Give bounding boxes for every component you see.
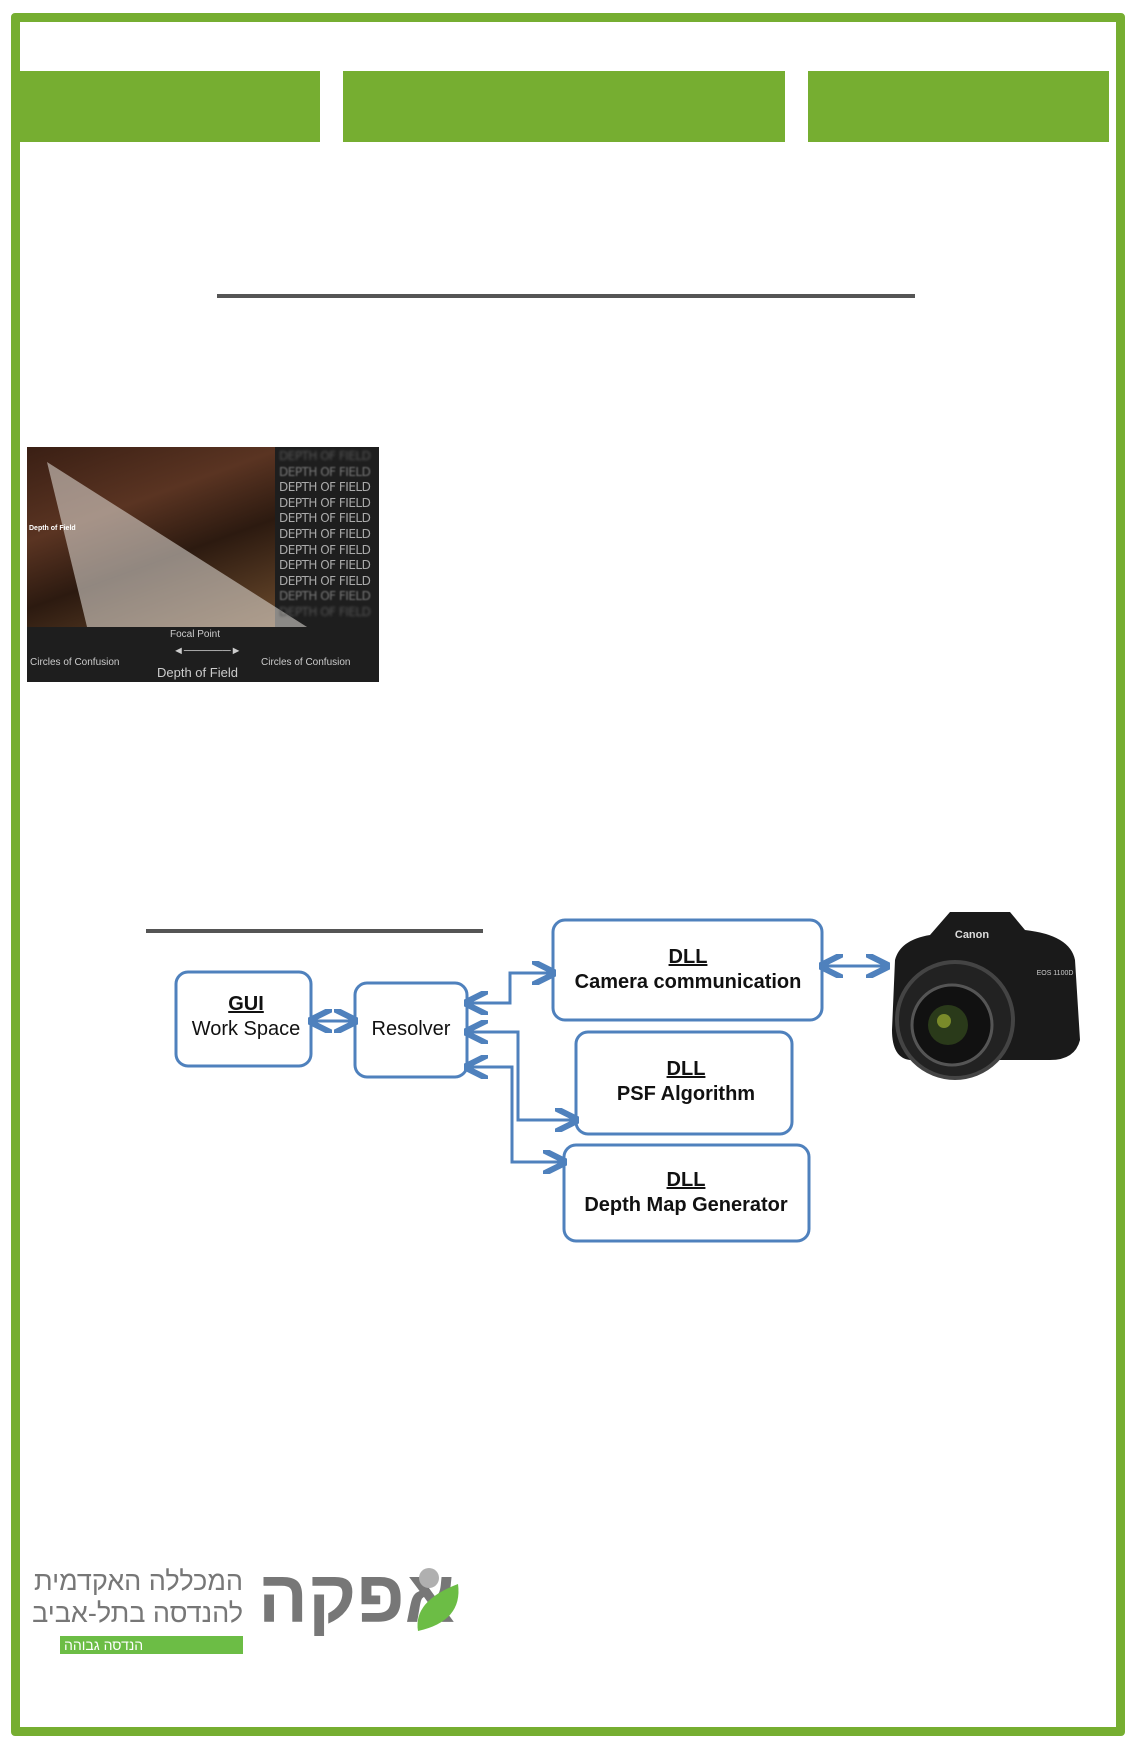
psf-subtitle: PSF Algorithm: [617, 1083, 755, 1105]
psf-title: DLL: [667, 1058, 706, 1080]
dof-bottom-label: Depth of Field: [157, 665, 238, 680]
gui-subtitle: Work Space: [192, 1018, 301, 1040]
gui-title: GUI: [228, 993, 264, 1015]
resolver-title: Resolver: [372, 1018, 451, 1040]
depth-map-box: [562, 1143, 811, 1243]
camera-model: EOS 1100D: [1037, 970, 1074, 977]
resolver-camera-arrow: [470, 973, 550, 1003]
camera-comm-box: [551, 918, 824, 1022]
header-bar-center: [343, 71, 785, 142]
circles-left-label: Circles of Confusion: [30, 657, 120, 668]
title-divider: [217, 294, 915, 298]
resolver-psf-arrow: [470, 1032, 573, 1120]
camera-comm-title: DLL: [669, 946, 708, 968]
depth-map-subtitle: Depth Map Generator: [584, 1194, 788, 1216]
photo-side-label: Depth of Field: [29, 525, 76, 532]
logo-line1: המכללה האקדמית: [34, 1566, 243, 1596]
circles-right-label: Circles of Confusion: [261, 657, 351, 668]
camera-image: Canon EOS 1100D: [892, 912, 1080, 1080]
dof-arrow-icon: ◄──────►: [173, 645, 242, 657]
camera-comm-subtitle: Camera communication: [575, 971, 802, 993]
leaf-icon: [417, 1568, 459, 1631]
afeka-logo: המכללה האקדמית להנדסה בתל-אביב הנדסה גבו…: [32, 1555, 459, 1658]
header-bar-left: [20, 71, 320, 142]
page-frame: [11, 13, 1125, 1736]
logo-tagline: הנדסה גבוהה: [60, 1636, 243, 1654]
section-divider: [146, 929, 483, 933]
dining-table-scene: [27, 447, 308, 627]
header-bar-right: [808, 71, 1109, 142]
depth-map-title: DLL: [667, 1169, 706, 1191]
logo-line2: להנדסה בתל-אביב: [32, 1598, 243, 1628]
camera-brand: Canon: [955, 929, 990, 941]
focal-point-label: Focal Point: [170, 629, 221, 640]
resolver-depth-arrow: [470, 1067, 561, 1162]
